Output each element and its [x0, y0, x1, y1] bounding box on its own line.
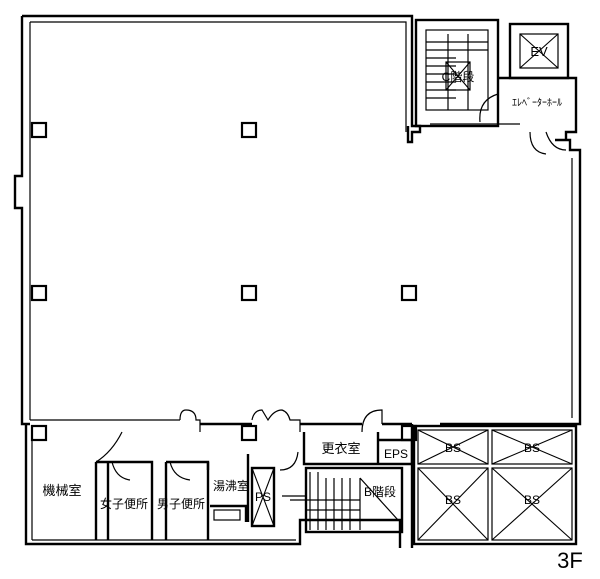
office-right-inner: [430, 123, 573, 418]
stair-b-landing: [359, 477, 399, 530]
corridor-doors: [279, 451, 306, 501]
machine-room-walls: [94, 460, 108, 540]
bs-shaft-1: [417, 429, 489, 465]
machine-room-door: [95, 431, 123, 463]
stair-c-inner: [425, 29, 489, 111]
column: [30, 284, 48, 302]
elevator-hall-walls: [498, 76, 578, 140]
elevator-hall-label: ｴﾚﾍﾞｰﾀｰﾎｰﾙ: [512, 97, 562, 109]
stair-b-treads: [306, 472, 360, 530]
bs-shaft-4: [491, 467, 573, 541]
ps-label: PS: [255, 490, 271, 504]
bs-2-label: BS: [524, 441, 540, 455]
column: [400, 284, 418, 302]
stair-b-label: B階段: [364, 484, 396, 499]
locker-room-label: 更衣室: [321, 441, 360, 456]
office-outer-wall: [22, 14, 422, 144]
stair-c-center-box: [445, 61, 471, 91]
elevator-label: EV: [530, 44, 548, 59]
eps-label: EPS: [384, 447, 408, 461]
womens-toilet-label: 女子便所: [100, 496, 148, 511]
column: [240, 424, 258, 442]
bs-4-label: BS: [524, 493, 540, 507]
column: [30, 121, 48, 139]
ps-shaft: [250, 466, 276, 528]
bs-1-label: BS: [445, 441, 461, 455]
kitchenette-walls: [206, 454, 250, 522]
core-outer-wall: [24, 424, 402, 548]
office-inner-wall: [29, 21, 407, 421]
office-outer-wall-left: [13, 16, 30, 426]
bs-shaft-2: [491, 429, 573, 465]
elevator-hall-door: [479, 93, 567, 155]
kitchenette-sink: [213, 509, 241, 521]
office-right-wall: [440, 138, 582, 426]
elevator-car: [519, 33, 559, 69]
core-doors: [179, 409, 383, 433]
locker-room-walls: [302, 432, 414, 466]
floor-label: 3F: [557, 548, 583, 573]
column: [240, 284, 258, 302]
machine-room-label: 機械室: [42, 483, 81, 498]
stair-c-label: C階段: [442, 69, 475, 84]
stair-c-enclosure: [414, 18, 500, 128]
bs-zone: [412, 424, 578, 546]
column: [240, 121, 258, 139]
mens-toilet-label: 男子便所: [157, 497, 205, 511]
kitchenette-label: 湯沸室: [213, 478, 249, 493]
stair-c-treads: [426, 34, 488, 110]
womens-toilet-walls: [106, 460, 210, 540]
bs-shaft-3: [417, 467, 489, 541]
core-left-inner: [31, 440, 296, 541]
core-top-wall: [200, 422, 414, 548]
bs-3-label: BS: [445, 493, 461, 507]
toilet-doors: [111, 461, 191, 481]
column: [30, 424, 48, 442]
